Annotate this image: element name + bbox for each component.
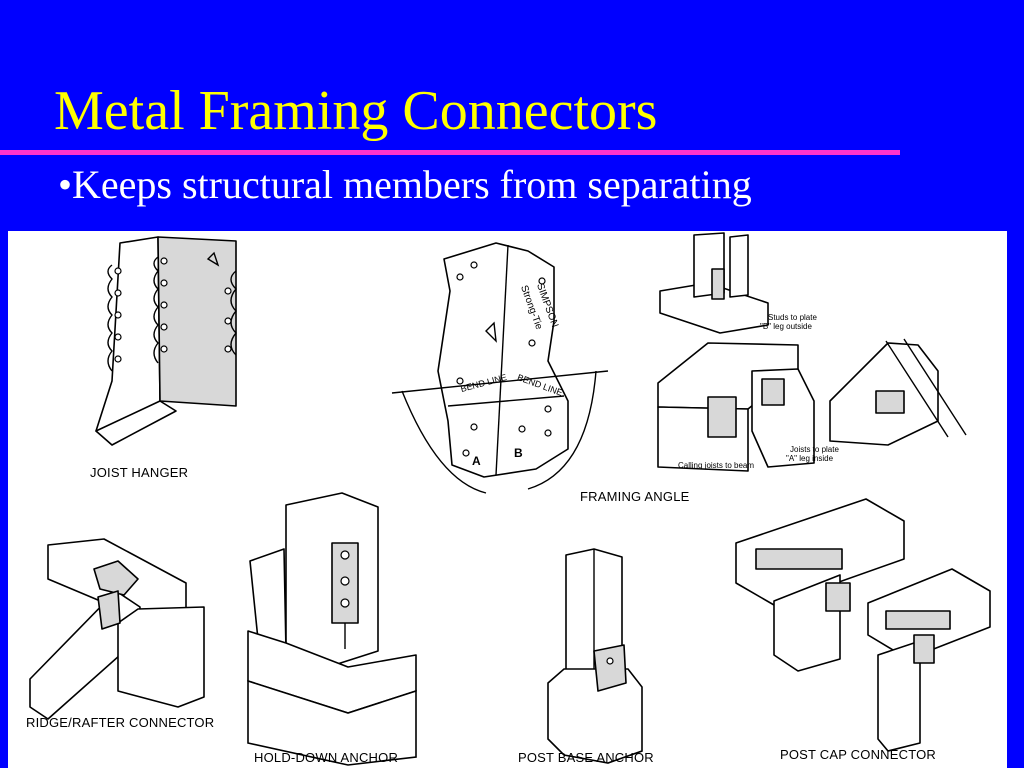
label-post-cap: POST CAP CONNECTOR (780, 747, 937, 762)
angle-leg-b: B (514, 446, 523, 460)
joists-note-line2: "A" leg inside (786, 454, 834, 463)
ridge-rafter-drawing (29, 538, 205, 720)
connectors-illustration: SIMPSON Strong-Tie BEND LINE BEND LINE A… (8, 231, 1007, 768)
label-post-base: POST BASE ANCHOR (518, 750, 654, 765)
slide-title: Metal Framing Connectors (54, 80, 658, 142)
title-divider (0, 150, 900, 155)
post-base-anchor-drawing (547, 548, 643, 764)
slide-bullet: •Keeps structural members from separatin… (58, 162, 752, 207)
connectors-drawing (29, 232, 991, 766)
framing-angle-drawing (391, 242, 609, 494)
studs-note-line2: "B" leg outside (760, 322, 812, 331)
angle-leg-a: A (472, 454, 481, 468)
post-cap-connector-drawing (735, 498, 991, 752)
joist-hanger-drawing (95, 236, 237, 446)
joists-note-line1: Joists to plate (790, 445, 839, 454)
label-hold-down: HOLD-DOWN ANCHOR (254, 750, 399, 765)
label-joist-hanger: JOIST HANGER (90, 465, 189, 480)
label-framing-angle: FRAMING ANGLE (580, 489, 690, 504)
studs-note-line1: Studs to plate (768, 313, 817, 322)
framing-angle-details-drawing (657, 232, 967, 472)
label-ridge-rafter: RIDGE/RAFTER CONNECTOR (26, 715, 215, 730)
hold-down-anchor-drawing (247, 492, 417, 766)
calling-note: Calling joists to beam (678, 461, 755, 470)
